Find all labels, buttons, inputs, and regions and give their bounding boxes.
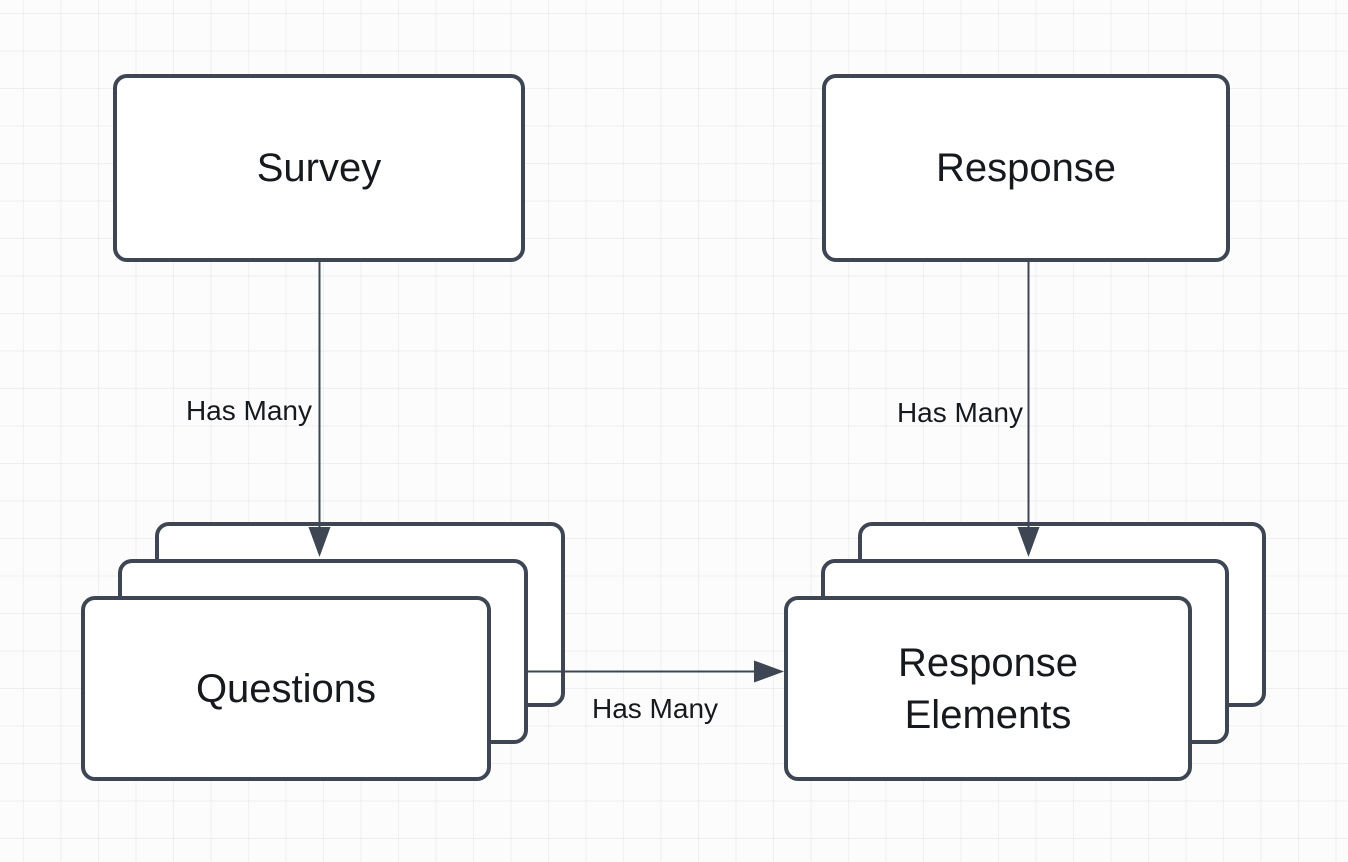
node-questions-label: Questions xyxy=(195,666,377,711)
node-response-elements-label: Response Elements xyxy=(897,640,1079,737)
node-questions[interactable]: Questions xyxy=(81,596,491,781)
node-response[interactable]: Response xyxy=(822,74,1230,262)
edge-label-survey-to-questions[interactable]: Has Many xyxy=(185,395,312,426)
edge-label-response-to-response-elements[interactable]: Has Many xyxy=(896,397,1023,428)
edge-label-questions-to-response-elements[interactable]: Has Many xyxy=(591,693,719,724)
node-survey-label: Survey xyxy=(256,146,382,190)
node-survey[interactable]: Survey xyxy=(113,74,525,262)
node-response-elements[interactable]: Response Elements xyxy=(784,596,1192,781)
arrowhead-right-icon xyxy=(754,660,784,683)
node-response-label: Response xyxy=(935,146,1117,190)
